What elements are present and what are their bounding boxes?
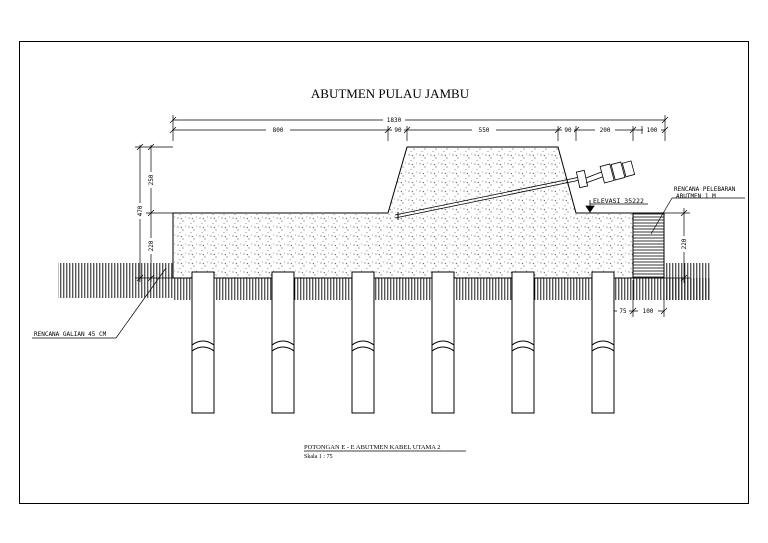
drawing-border: [19, 41, 749, 504]
dim-100-bottom: 100: [643, 308, 654, 315]
dim-550: 550: [479, 127, 490, 134]
dim-75: 75: [619, 308, 627, 315]
pile-3: [351, 271, 375, 414]
dim-250: 250: [148, 174, 155, 185]
elevation-marker-icon: [585, 200, 648, 213]
excavation-leader: [32, 267, 167, 339]
main-cable: [394, 175, 586, 220]
abutment-body: [172, 146, 634, 279]
pile-2: [271, 271, 295, 414]
drawing-title: ABUTMEN PULAU JAMBU: [311, 86, 470, 101]
dim-overall: 1830: [387, 117, 402, 124]
widening-leader: [650, 197, 745, 235]
widening-block: [632, 212, 665, 279]
dim-220-left: 220: [148, 240, 155, 251]
pile-4: [431, 271, 455, 414]
dim-470: 470: [137, 205, 144, 216]
pile-1: [191, 271, 215, 414]
cable-anchor-icon: [575, 160, 636, 189]
dim-800: 800: [273, 127, 284, 134]
dim-90-right: 90: [564, 127, 572, 134]
left-dimension-labels: 470 250 220: [135, 172, 156, 254]
piles: [191, 271, 615, 414]
pile-5: [511, 271, 535, 414]
top-dimensions: [169, 115, 669, 141]
drawing-caption: POTONGAN E - E ABUTMEN KABEL UTAMA 2: [304, 444, 441, 451]
dim-200: 200: [600, 127, 611, 134]
elevation-label: ELEVASI 35222: [593, 197, 644, 205]
drawing-scale: Skala 1 : 75: [304, 454, 333, 460]
widening-label-line2: ABUTMEN 1 M: [676, 193, 716, 200]
dim-220-right: 220: [681, 238, 688, 249]
dim-100-top: 100: [647, 127, 658, 134]
excavation-label: RENCANA GALIAN 45 CM: [34, 331, 107, 338]
dim-90-left: 90: [394, 127, 402, 134]
top-dimension-labels: 1830 800 90 550 90 200 100: [266, 115, 661, 134]
pile-6: [591, 271, 615, 414]
widening-label-line1: RENCANA PELEBARAN: [674, 186, 736, 193]
